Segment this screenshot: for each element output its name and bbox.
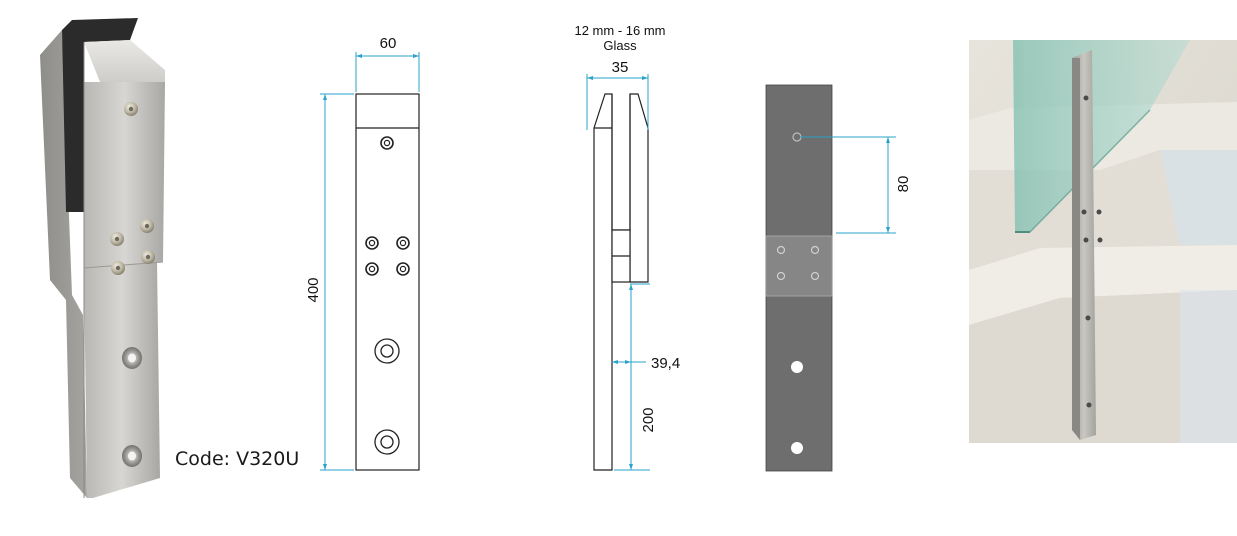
product-code: Code: V320U [175,448,299,470]
render-bolt [111,261,125,275]
side-thickness-label: 39,4 [651,355,680,372]
front-height-label: 400 [305,277,322,302]
front-view-drawing [355,93,420,471]
render-bolt [140,219,154,233]
back-view-drawing [765,84,833,472]
side-view-drawing [593,93,649,471]
side-lower-height-label: 200 [640,407,657,432]
render-bolt [141,250,155,264]
product-render [40,18,165,498]
render-bolt [110,232,124,246]
glass-range-label: 12 mm - 16 mm [574,23,665,38]
render-hole [122,347,142,369]
front-width-dimension [355,52,420,92]
front-width-label: 60 [380,35,397,52]
side-width-dimension [586,74,649,130]
front-height-dimension [320,93,354,471]
back-hole-offset-dimension [800,136,896,234]
installation-photo [969,40,1237,443]
render-hole [122,445,142,467]
glass-label: Glass [603,38,637,53]
side-thickness-dimension [612,360,646,364]
back-hole-offset-label: 80 [895,176,912,193]
side-lower-height-dimension [614,283,650,471]
render-bolt [124,102,138,116]
side-width-label: 35 [612,59,629,76]
